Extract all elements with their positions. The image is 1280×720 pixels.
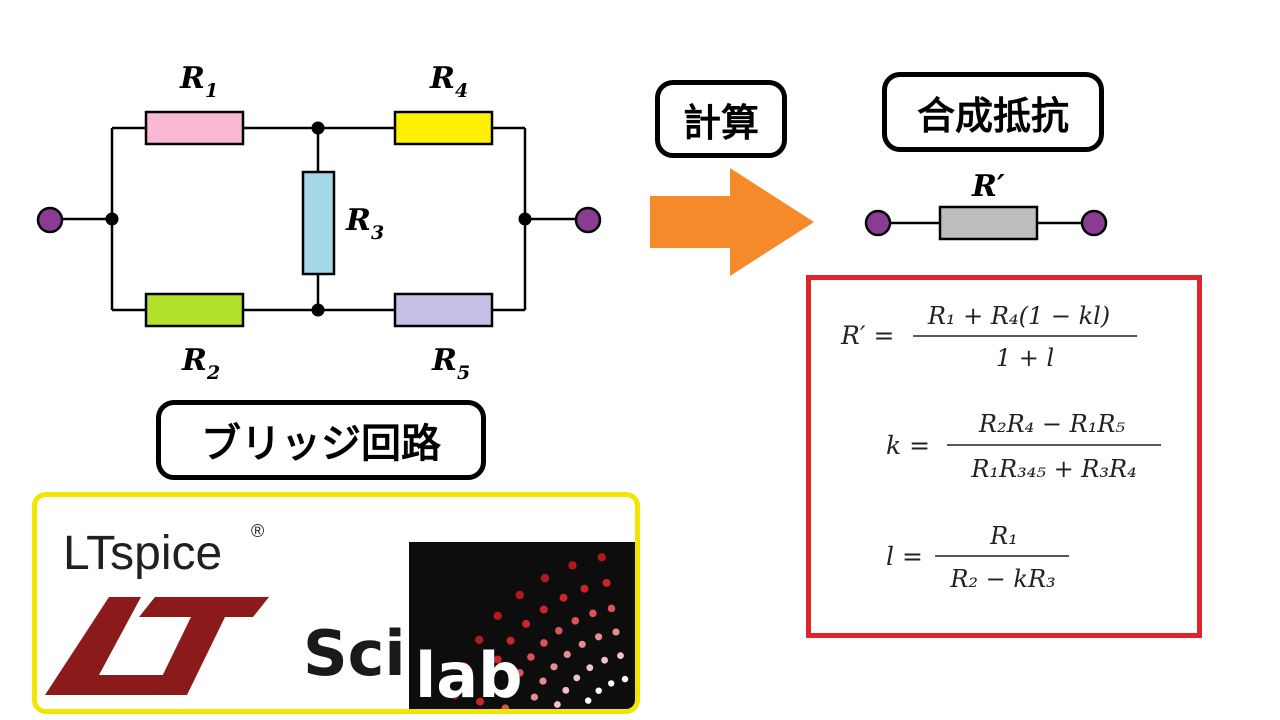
resistor-equivalent [938,205,1039,241]
resistor-r3 [301,170,336,276]
scilab-dot [450,691,460,700]
scilab-dot [516,669,524,677]
scilab-dot [554,701,561,708]
scilab-wordmark-lab: lab [415,639,522,709]
ltspice-registered-mark: ® [251,521,264,541]
scilab-dot [555,626,563,635]
label-r2: R2 [181,343,220,384]
scilab-dot [617,652,624,659]
scilab-dot [475,635,484,644]
formula-3-denominator: R₂ − kR₃ [949,565,1055,593]
formula-2-numerator: R₂R₄ − R₁R₅ [978,410,1126,438]
label-r3: R3 [345,203,384,244]
scilab-dot [573,674,581,682]
scilab-dot [597,553,606,562]
bridge-circuit-label: ブリッジ回路 [156,400,486,480]
scilab-dot [460,662,469,671]
scilab-dot [568,561,577,570]
scilab-wordmark-sci: Sci [303,617,406,690]
scilab-dot [571,617,580,625]
scilab-dot [585,697,592,704]
formula-2-denominator: R₁R₃₄₅ + R₃R₄ [970,455,1136,483]
resistor-r4 [393,110,494,146]
scilab-dot [608,680,615,687]
scilab-logo-icon [409,542,635,709]
software-logos-box: LTspice ® Sci lab [32,492,640,714]
terminal-eq-left [864,209,892,237]
formula-1-numerator: R₁ + R₄(1 − kl) [927,302,1110,330]
terminal-right [574,206,602,234]
scilab-dot [601,656,608,664]
scilab-dot [578,640,586,648]
scilab-dot [501,704,510,709]
scilab-dot [515,590,524,600]
scilab-dot [476,697,485,706]
scilab-dot [540,573,550,583]
formula-3-lhs: l = [886,542,923,571]
ltspice-logo-icon [45,597,269,695]
terminal-eq-right [1080,209,1108,237]
scilab-dot [586,664,594,672]
scilab-dot [540,639,548,647]
scilab-dot [612,628,620,636]
scilab-dot [539,677,547,685]
formula-1-denominator: 1 + l [996,344,1054,372]
calculate-label: 計算 [655,80,787,158]
resistor-r1 [144,110,245,146]
scilab-dot [607,604,616,613]
formula-svg: R′ = R₁ + R₄(1 − kl) 1 + l k = R₂R₄ − R₁… [840,302,1161,593]
scilab-dot [562,686,570,694]
scilab-dot [563,650,571,658]
junction-dots [105,121,532,317]
scilab-dot [507,686,516,694]
scilab-dot [559,593,568,602]
scilab-dot [589,609,597,618]
scilab-dot [506,636,515,645]
ltspice-wordmark: LTspice [63,527,222,580]
scilab-dot [595,687,602,694]
terminal-left [36,206,64,234]
scilab-dot [493,655,502,664]
scilab-dot [595,633,603,641]
formula-box: R′ = R₁ + R₄(1 − kl) 1 + l k = R₂R₄ − R₁… [806,275,1202,638]
formula-2-lhs: k = [886,431,930,460]
scilab-dot [522,619,531,628]
scilab-dot [550,663,558,671]
formula-3-numerator: R₁ [989,522,1018,550]
logos-svg: LTspice ® Sci lab [45,521,635,709]
resistor-r5 [393,292,494,328]
label-r1: R1 [179,61,218,102]
label-r4: R4 [429,61,468,102]
scilab-dot [527,653,535,661]
label-r-prime: R′ [971,169,1005,204]
resistor-r2 [144,292,245,328]
scilab-dot [580,584,589,593]
equivalent-resistance-label: 合成抵抗 [882,72,1104,152]
scilab-dot [602,578,611,587]
label-r5: R5 [431,343,470,384]
scilab-dot [539,605,548,614]
formula-1-lhs: R′ = [840,321,894,350]
scilab-dot [483,676,492,684]
scilab-dot [530,693,538,701]
scilab-dot [493,611,502,620]
scilab-dot [621,675,629,683]
calculate-arrow-icon [650,168,814,276]
